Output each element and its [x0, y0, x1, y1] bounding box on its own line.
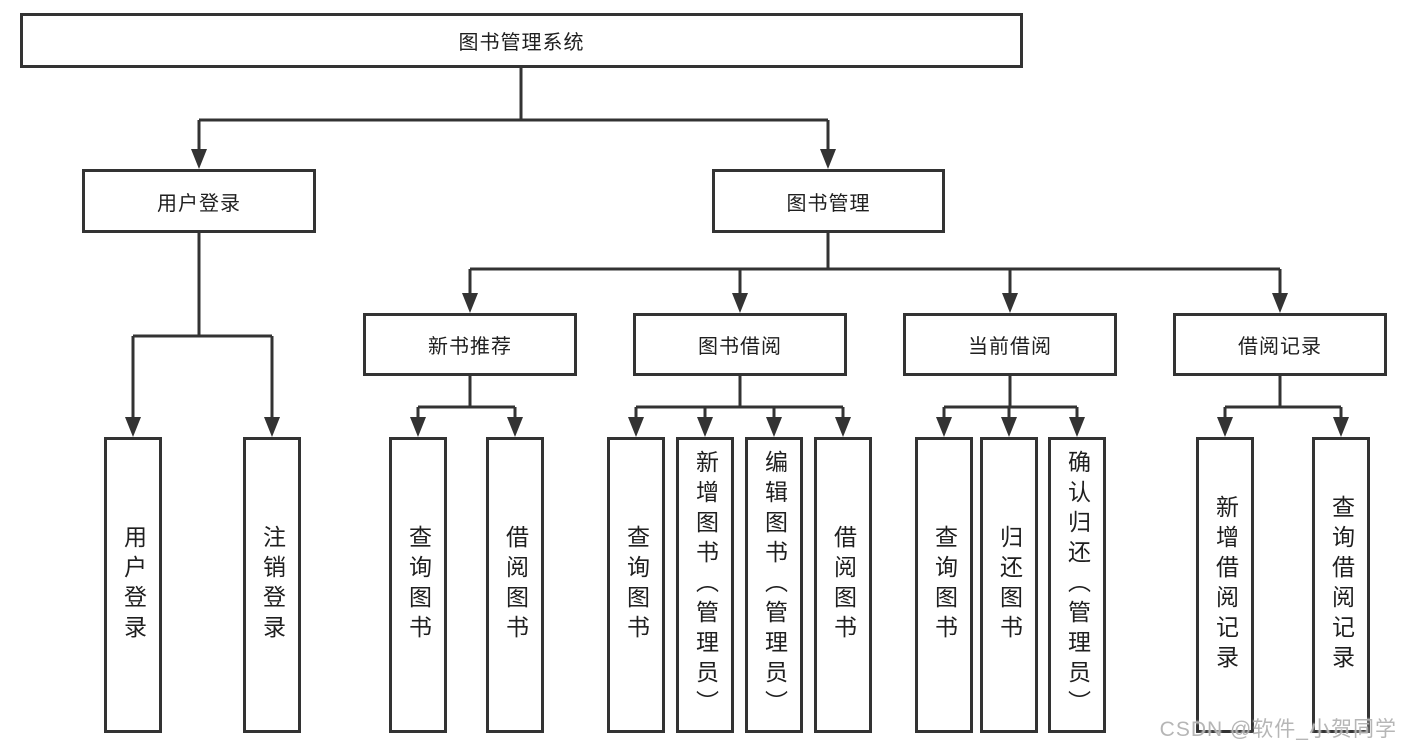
node-new-book-recommend: 新书推荐 — [363, 313, 577, 376]
node-book-management: 图书管理 — [712, 169, 945, 233]
leaf-query-borrow-record: 查询借阅记录 — [1312, 437, 1370, 733]
leaf-user-login: 用户登录 — [104, 437, 162, 733]
leaf-query-books-current: 查询图书 — [915, 437, 973, 733]
node-current-borrow: 当前借阅 — [903, 313, 1117, 376]
watermark: CSDN @软件_小贺同学 — [1159, 718, 1397, 741]
leaf-return-book: 归还图书 — [980, 437, 1038, 733]
leaf-edit-book-admin: 编辑图书（管理员） — [745, 437, 803, 733]
edge-user-login-split — [131, 233, 274, 419]
leaf-confirm-return-admin: 确认归还（管理员） — [1048, 437, 1106, 733]
edge-book-borrow-split — [634, 376, 845, 419]
leaf-add-borrow-record: 新增借阅记录 — [1196, 437, 1254, 733]
node-book-borrow: 图书借阅 — [633, 313, 847, 376]
edge-borrow-records-split — [1223, 376, 1343, 419]
leaf-borrow-books-borrow: 借阅图书 — [814, 437, 872, 733]
leaf-query-books-borrow: 查询图书 — [607, 437, 665, 733]
edge-new-book-split — [416, 376, 517, 419]
edge-book-mgmt-split — [468, 233, 1282, 295]
node-user-login: 用户登录 — [82, 169, 316, 233]
leaf-add-book-admin: 新增图书（管理员） — [676, 437, 734, 733]
leaf-logout: 注销登录 — [243, 437, 301, 733]
node-borrow-records: 借阅记录 — [1173, 313, 1387, 376]
node-root: 图书管理系统 — [20, 13, 1023, 68]
edge-current-borrow-split — [942, 376, 1079, 419]
leaf-borrow-books-recommend: 借阅图书 — [486, 437, 544, 733]
edge-root-split — [197, 68, 830, 151]
leaf-query-books-recommend: 查询图书 — [389, 437, 447, 733]
